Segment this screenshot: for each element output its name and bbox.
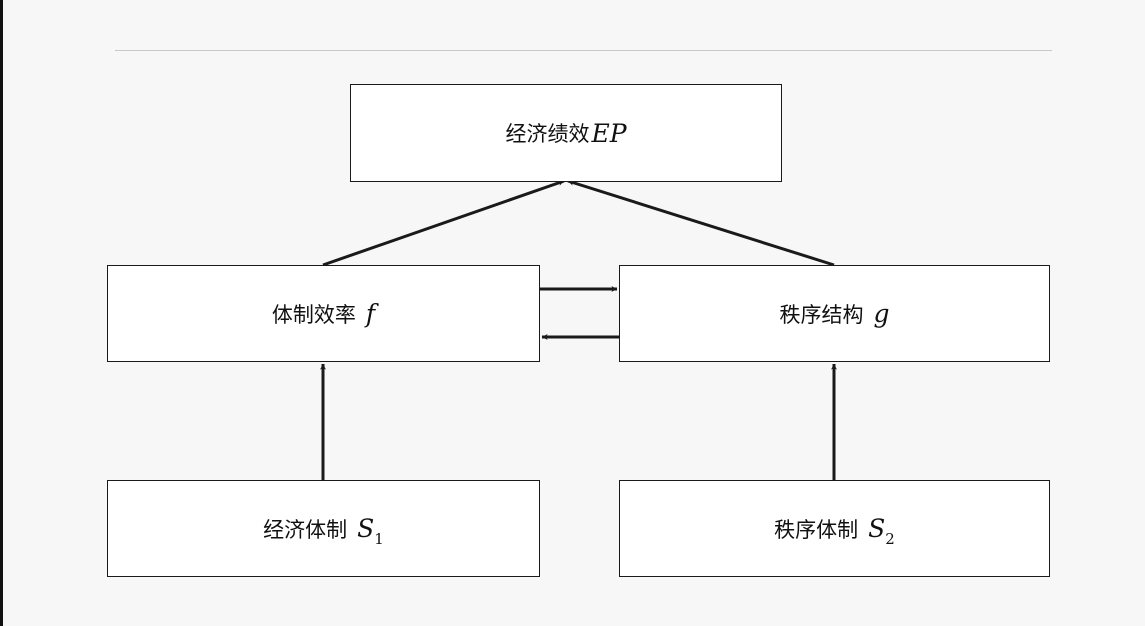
node-symbol: S1 xyxy=(357,514,384,548)
node-label: 秩序结构 xyxy=(779,302,864,327)
symbol-letter: S xyxy=(357,514,375,543)
node-institutional-efficiency: 体制效率 f xyxy=(107,265,540,362)
node-label: 经济体制 xyxy=(263,517,348,542)
window-edge xyxy=(0,0,3,626)
arrow-f-to-ep xyxy=(322,179,565,267)
node-order-system: 秩序体制 S2 xyxy=(619,480,1050,577)
symbol-letter: S xyxy=(868,514,886,543)
symbol-subscript: 2 xyxy=(885,530,895,548)
node-order-structure: 秩序结构 g xyxy=(619,265,1050,362)
node-symbol: g xyxy=(873,299,890,328)
arrow-g-to-ep xyxy=(567,179,835,267)
node-symbol: f xyxy=(365,299,376,328)
top-divider xyxy=(115,50,1052,51)
node-symbol: S2 xyxy=(868,514,895,548)
node-label: 秩序体制 xyxy=(774,517,859,542)
symbol-subscript: 1 xyxy=(374,530,384,548)
node-label: 经济绩效 xyxy=(505,122,590,146)
node-symbol: EP xyxy=(591,118,627,148)
node-label: 体制效率 xyxy=(271,302,356,327)
node-economic-system: 经济体制 S1 xyxy=(107,480,540,577)
